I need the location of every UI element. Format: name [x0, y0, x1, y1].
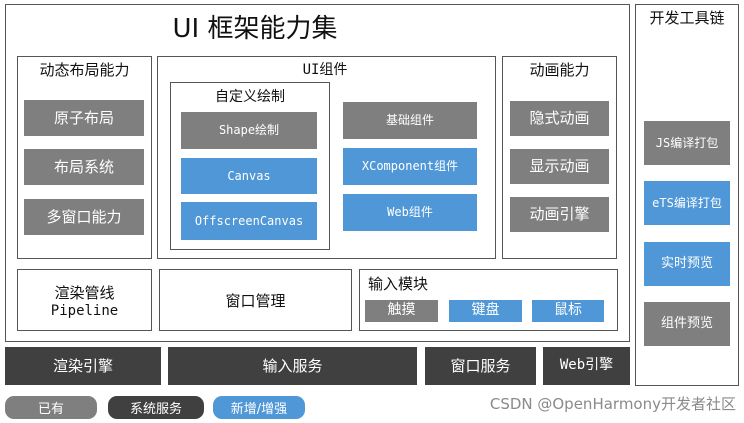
components-panel-title: UI组件 — [302, 62, 348, 78]
custom-draw-title: 自定义绘制 — [215, 89, 285, 105]
offscreen-canvas-tile: OffscreenCanvas — [181, 202, 317, 240]
render-pipeline-label: 渲染管线 — [54, 283, 115, 302]
canvas-tile: Canvas — [181, 158, 317, 194]
web-component-tile: Web组件 — [343, 194, 477, 231]
layout-item-multiwindow: 多窗口能力 — [24, 199, 144, 235]
keyboard-tile: 键盘 — [449, 300, 522, 322]
input-service: 输入服务 — [168, 347, 417, 385]
xcomponent-tile: XComponent组件 — [343, 148, 477, 185]
basic-components-tile: 基础组件 — [343, 102, 477, 139]
watermark: CSDN @OpenHarmony开发者社区 — [489, 395, 736, 413]
layout-item-system: 布局系统 — [24, 149, 144, 185]
legend-existing: 已有 — [5, 396, 97, 419]
layout-item-atomic: 原子布局 — [24, 100, 144, 136]
component-preview-tile: 组件预览 — [644, 302, 730, 346]
web-engine-service: Web引擎 — [543, 347, 630, 385]
input-module-title: 输入模块 — [368, 275, 429, 293]
explicit-animation-tile: 显示动画 — [510, 149, 609, 184]
ui-framework-title: UI 框架能力集 — [172, 13, 338, 44]
render-pipeline-box: 渲染管线 Pipeline — [17, 269, 152, 331]
shape-draw-tile: Shape绘制 — [181, 112, 317, 149]
legend-new-enhanced: 新增/增强 — [213, 396, 305, 419]
window-service: 窗口服务 — [425, 347, 536, 385]
render-engine-service: 渲染引擎 — [5, 347, 161, 385]
legend-system-service: 系统服务 — [108, 396, 204, 419]
mouse-tile: 鼠标 — [532, 300, 604, 322]
touch-tile: 触摸 — [365, 300, 438, 322]
js-build-tile: JS编译打包 — [644, 121, 730, 165]
implicit-animation-tile: 隐式动画 — [510, 101, 609, 136]
window-management-box: 窗口管理 — [159, 269, 352, 331]
live-preview-tile: 实时预览 — [644, 242, 730, 286]
ets-build-tile: eTS编译打包 — [644, 181, 730, 225]
animation-panel-title: 动画能力 — [529, 61, 590, 79]
render-pipeline-sublabel: Pipeline — [50, 302, 119, 319]
toolchain-title: 开发工具链 — [649, 9, 725, 27]
animation-engine-tile: 动画引擎 — [510, 197, 609, 232]
layout-panel-title: 动态布局能力 — [39, 61, 130, 79]
